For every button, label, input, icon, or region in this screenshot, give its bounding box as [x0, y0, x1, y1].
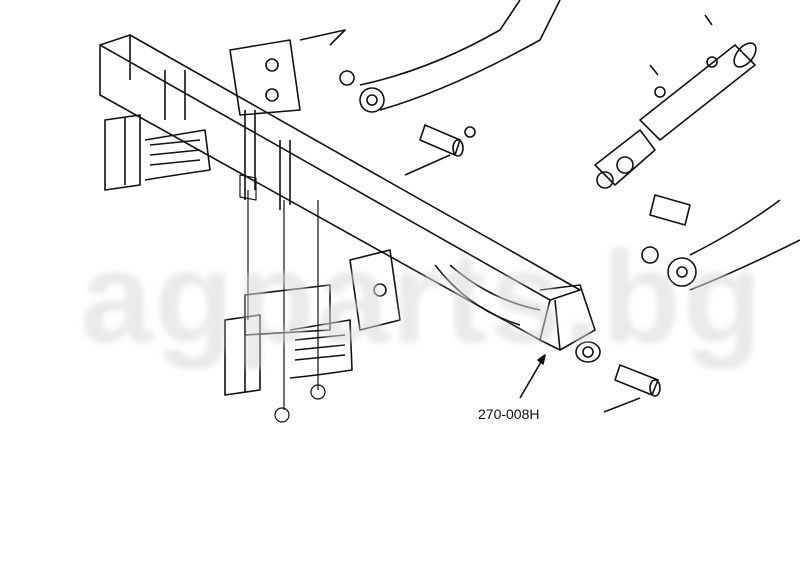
upper-arm — [339, 0, 561, 113]
lower-clamp — [224, 249, 541, 396]
lower-arm — [641, 199, 800, 291]
upper-clamp — [104, 29, 346, 210]
watermark: agparts.bg — [80, 224, 765, 370]
main-toolbar-beam — [99, 34, 601, 363]
pins — [404, 124, 661, 413]
leader-arrow — [519, 354, 546, 399]
hydraulic-cylinder — [594, 14, 757, 226]
part-number-label: 270-008H — [478, 406, 540, 422]
